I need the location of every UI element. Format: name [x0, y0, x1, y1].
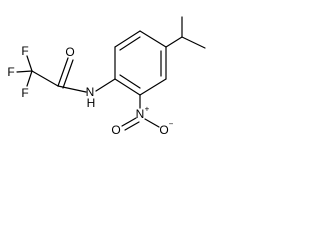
ring-inner-bond-1: [119, 36, 141, 51]
nitro-oxygen-left-label: O: [111, 123, 120, 137]
bond-nitro-o-right: [144, 118, 160, 128]
bond-ring-isopropyl: [165, 36, 183, 48]
nitro-nitrogen-charge: +: [145, 105, 150, 114]
ring-bond-5: [139, 78, 167, 96]
ring-bond-3: [139, 30, 167, 48]
bond-nitro-o-left-b: [124, 121, 140, 131]
ring-bond-6: [114, 78, 141, 96]
structure-diagram: F F F O N H N + O O −: [7, 16, 206, 137]
bond-cf3-f-left: [16, 70, 33, 73]
amide-nitrogen-label: N: [86, 85, 95, 99]
ring-bond-2: [114, 30, 141, 48]
ring-inner-bond-3: [119, 74, 141, 89]
nitro-oxygen-right-label: O: [159, 123, 168, 137]
carbonyl-oxygen-label: O: [65, 45, 74, 59]
nitro-nitrogen-label: N: [136, 107, 145, 121]
bond-isopropyl-methyl-right: [181, 36, 206, 49]
bond-cf3-f-top: [26, 55, 33, 72]
bond-cf3-f-bottom: [26, 70, 33, 87]
bond-cf3-carbonyl: [31, 70, 59, 87]
fluorine-bottom-label: F: [21, 86, 28, 100]
nitro-oxygen-right-charge: −: [169, 120, 174, 129]
bond-carbonyl-o-b: [62, 59, 74, 89]
bond-nh-ring: [95, 78, 116, 92]
bond-nitro-o-left-a: [121, 117, 137, 127]
bond-carbonyl-nh: [57, 85, 87, 93]
amide-hydrogen-label: H: [87, 96, 96, 110]
fluorine-left-label: F: [7, 65, 14, 79]
fluorine-top-label: F: [21, 44, 28, 58]
bond-carbonyl-o-a: [57, 57, 69, 87]
